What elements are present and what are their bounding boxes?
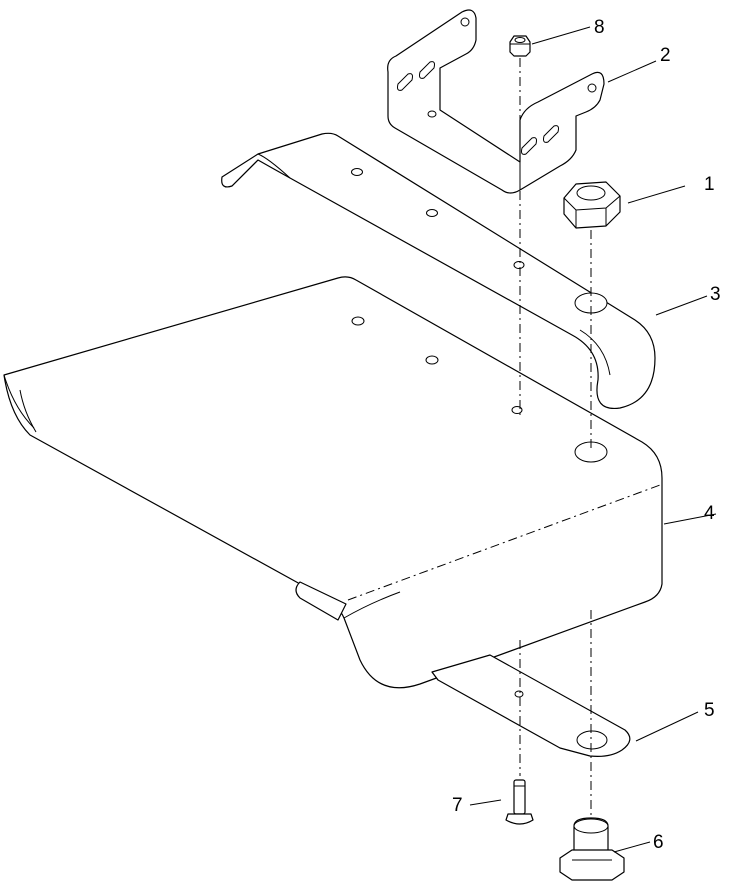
part-2-u-bracket (387, 9, 605, 194)
part-6-spacer (559, 817, 625, 881)
callout-7: 7 (452, 795, 463, 816)
part-8-small-nut (509, 35, 531, 57)
mount-hole (426, 209, 438, 217)
keyhole-slot (397, 73, 413, 91)
callout-8: 8 (594, 17, 605, 38)
part-5-lower-bracket (431, 654, 631, 757)
bracket-center-hole (427, 110, 437, 118)
mount-hole (513, 261, 525, 269)
callout-1: 1 (704, 174, 715, 195)
part-1-hex-nut (563, 181, 621, 229)
bracket-hole-large (576, 730, 608, 750)
part-3-mount-plate (221, 132, 656, 410)
keyhole-slot (419, 61, 435, 79)
callout-2: 2 (660, 45, 671, 66)
mount-hole (351, 168, 363, 176)
plate-hole (425, 355, 439, 365)
callout-5: 5 (704, 700, 715, 721)
bracket-slot (514, 690, 524, 698)
part-4-foot-plate (3, 276, 663, 689)
plate-hole (351, 316, 365, 326)
bracket-ear-hole (460, 17, 470, 27)
callout-3: 3 (710, 284, 721, 305)
keyhole-slot (521, 137, 537, 155)
callout-4: 4 (704, 503, 715, 524)
callout-6: 6 (653, 832, 664, 853)
keyhole-slot (543, 125, 559, 143)
part-7-bolt (505, 779, 534, 825)
bracket-ear-hole (587, 83, 597, 93)
